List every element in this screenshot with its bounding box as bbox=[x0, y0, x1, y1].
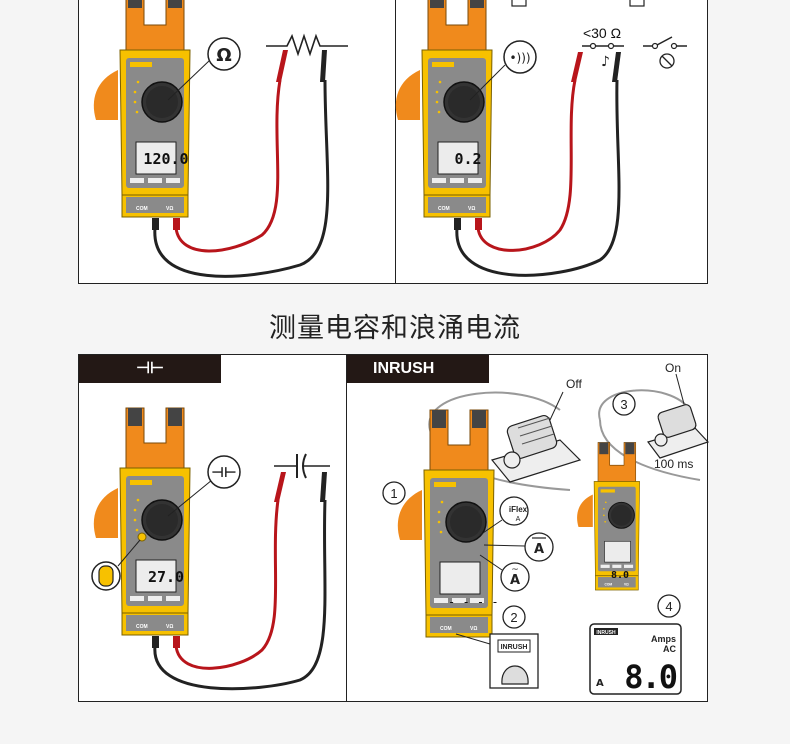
capacitor-icon: ⊣⊢ bbox=[211, 465, 237, 481]
inrush-lcd bbox=[589, 623, 682, 695]
step-1-marker bbox=[382, 481, 406, 505]
inrush-tab-label: INRUSH bbox=[373, 360, 435, 377]
dc-amps-callout bbox=[524, 532, 554, 562]
lcd-tag: INRUSH bbox=[596, 630, 616, 636]
lcd-dashes: - - - - bbox=[448, 595, 499, 609]
resistor-symbol bbox=[266, 33, 348, 57]
step-4-marker bbox=[657, 594, 681, 618]
time-label: 100 ms bbox=[654, 457, 693, 471]
svg-text:2: 2 bbox=[510, 610, 517, 625]
tab-capacitance: ⊣⊢ bbox=[79, 355, 221, 383]
motor-on bbox=[647, 404, 710, 459]
ac-amps-icon: A bbox=[510, 573, 520, 588]
lcd-value-resistance: 120.0 bbox=[143, 150, 188, 168]
clamp-meter-small bbox=[576, 442, 641, 591]
ohm-callout bbox=[207, 37, 241, 71]
svg-text:3: 3 bbox=[620, 397, 627, 412]
clamp-meter-capacitance bbox=[93, 407, 191, 636]
off-label: Off bbox=[566, 377, 582, 391]
dc-amps-icon: A bbox=[534, 542, 544, 557]
motor-off bbox=[490, 414, 582, 483]
continuity-threshold: <30 Ω bbox=[583, 25, 621, 41]
svg-text:1: 1 bbox=[390, 486, 397, 501]
continuity-icon: •))) bbox=[509, 51, 530, 65]
svg-text:4: 4 bbox=[665, 599, 672, 614]
iflex-callout bbox=[499, 496, 529, 526]
iflex-label: iFlex bbox=[509, 505, 528, 514]
svg-text:~: ~ bbox=[511, 565, 519, 575]
lcd-value-continuity: 0.2 bbox=[454, 150, 481, 168]
black-lead bbox=[153, 79, 330, 278]
inrush-button-label: INRUSH bbox=[501, 644, 528, 651]
step-3-marker bbox=[612, 392, 636, 416]
clamp-meter-resistance bbox=[93, 0, 191, 218]
tab-inrush: INRUSH bbox=[347, 355, 489, 383]
svg-text:A: A bbox=[516, 516, 521, 523]
step-2-marker bbox=[502, 605, 526, 629]
on-label: On bbox=[665, 361, 681, 375]
capacitor-tab-icon: ⊣⊢ bbox=[136, 360, 164, 377]
section-title: 测量电容和浪涌电流 bbox=[269, 313, 521, 344]
red-lead bbox=[174, 79, 282, 253]
lcd-unit-amps: Amps bbox=[651, 634, 676, 644]
lcd-unit-ac: AC bbox=[663, 644, 676, 654]
ac-amps-callout bbox=[500, 562, 530, 592]
capacitor-callout bbox=[207, 455, 241, 489]
small-lcd-value: 8.0 bbox=[611, 570, 629, 581]
clamp-meter-continuity bbox=[395, 0, 493, 218]
beep-icon: ♪ bbox=[601, 54, 610, 70]
no-beep-icon bbox=[659, 53, 675, 69]
lcd-value-capacitance: 27.0 bbox=[148, 568, 184, 586]
lcd-value-inrush: 8.0 bbox=[624, 658, 677, 696]
continuity-callout bbox=[503, 40, 537, 74]
ohm-symbol: Ω bbox=[216, 45, 231, 66]
auto-hold-icon: A bbox=[596, 678, 604, 689]
